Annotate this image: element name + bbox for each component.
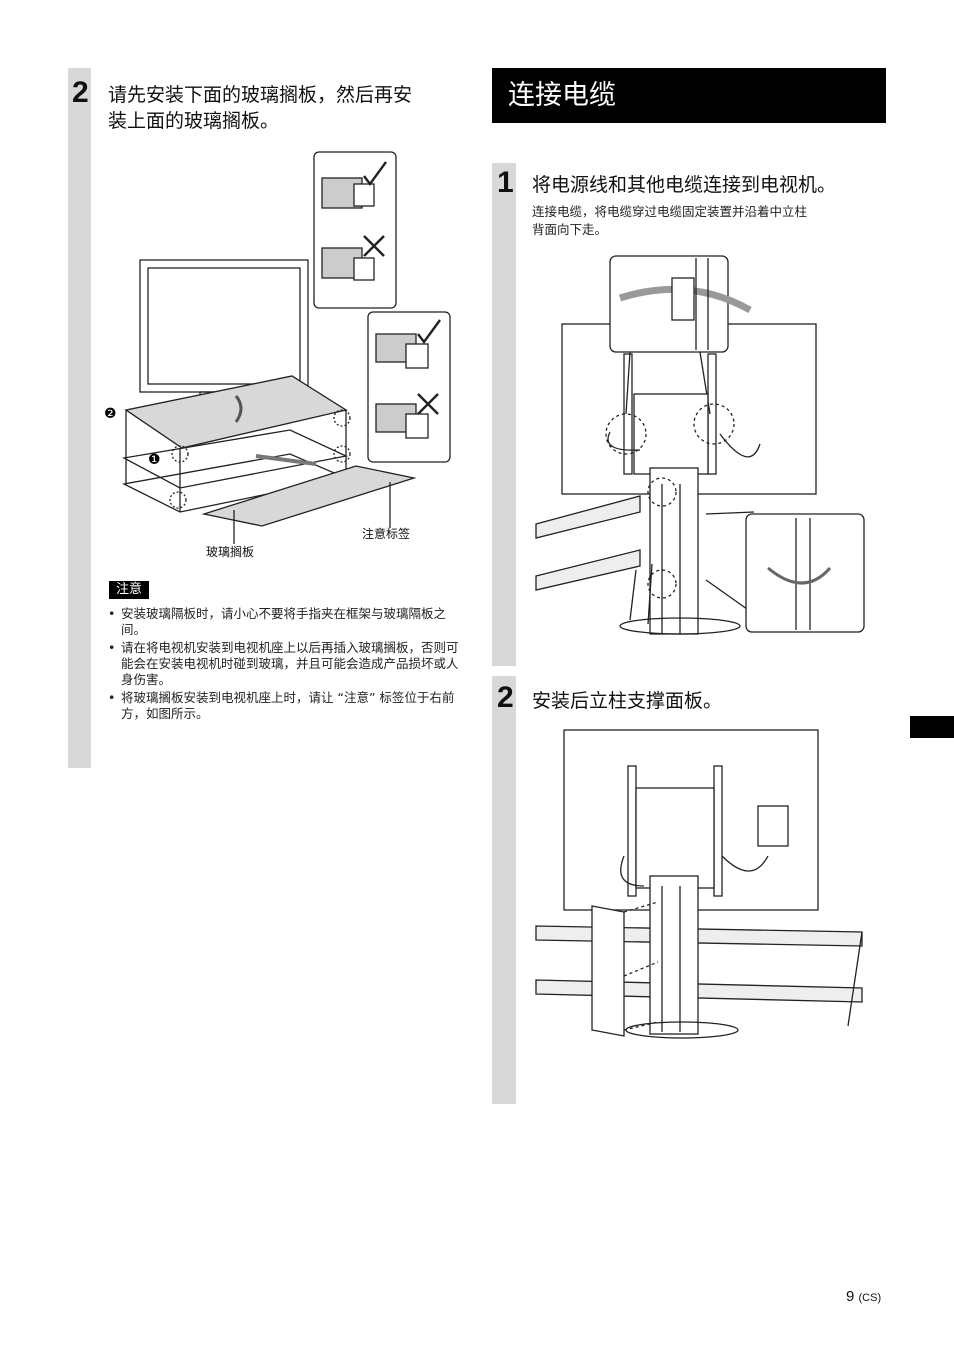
page-number: 9 (CS) xyxy=(846,1288,881,1305)
cable-routing-figure xyxy=(535,255,865,635)
inset-panel-right xyxy=(367,311,451,463)
right-step1-title: 将电源线和其他电缆连接到电视机。 xyxy=(532,174,837,196)
inset-clamp-detail xyxy=(609,255,729,353)
upper-shelf xyxy=(535,495,641,539)
page-language: (CS) xyxy=(858,1292,882,1304)
glass-shelf-figure: ❷ ❶ 玻璃搁板 注意标签 xyxy=(104,151,451,559)
upper-shelf-2 xyxy=(535,925,863,947)
callout-2: ❷ xyxy=(104,406,117,422)
lower-glass-shelf xyxy=(201,465,417,527)
inset-clip-detail xyxy=(745,513,865,633)
lower-shelf-2 xyxy=(535,979,863,1003)
section-title: 连接电缆 xyxy=(492,68,886,123)
right-step2-bar xyxy=(492,676,516,1104)
left-step-number: 2 xyxy=(72,76,89,109)
inset-panel-top xyxy=(313,151,397,309)
check-icon xyxy=(363,161,387,187)
left-step-bar xyxy=(68,68,91,768)
left-step-title-line2: 装上面的玻璃搁板。 xyxy=(108,110,280,132)
lower-shelf xyxy=(535,549,641,591)
right-step1-number: 1 xyxy=(497,166,514,199)
right-step1-desc-line1: 连接电缆，将电缆穿过电缆固定装置并沿着中立柱 xyxy=(532,204,808,219)
cross-icon xyxy=(363,235,385,257)
caution-bullet-2: •请在将电视机安装到电视机座上以后再插入玻璃搁板，否则可能会在安装电视机时碰到玻… xyxy=(108,640,459,687)
caution-bullet-1: •安装玻璃隔板时，请小心不要将手指夹在框架与玻璃隔板之间。 xyxy=(108,606,447,637)
caution-badge: 注意 xyxy=(109,581,150,599)
page-tab-marker xyxy=(910,716,954,738)
cross-icon-2 xyxy=(417,393,439,415)
tv-outline xyxy=(139,259,309,393)
center-column-2 xyxy=(649,875,699,1035)
center-column xyxy=(649,467,699,635)
right-step1-bar xyxy=(492,163,516,666)
check-icon-2 xyxy=(417,319,441,345)
left-step-title-line1: 请先安装下面的玻璃搁板，然后再安 xyxy=(108,84,413,106)
rear-panel-figure xyxy=(535,729,863,1039)
right-step1-desc-line2: 背面向下走。 xyxy=(532,222,608,237)
glass-shelf-label: 玻璃搁板 xyxy=(206,544,254,559)
page-number-value: 9 xyxy=(846,1288,855,1305)
caution-bullet-3: •将玻璃搁板安装到电视机座上时，请让 “注意” 标签位于右前方，如图所示。 xyxy=(108,690,455,721)
caution-tag-label: 注意标签 xyxy=(362,526,410,541)
upper-glass-shelf xyxy=(124,375,348,449)
callout-1: ❶ xyxy=(148,452,161,468)
right-step2-number: 2 xyxy=(497,681,514,714)
right-step2-title: 安装后立柱支撑面板。 xyxy=(532,690,723,712)
caution-list: •安装玻璃隔板时，请小心不要将手指夹在框架与玻璃隔板之间。 •请在将电视机安装到… xyxy=(106,606,466,724)
rear-support-panel xyxy=(591,905,625,1037)
